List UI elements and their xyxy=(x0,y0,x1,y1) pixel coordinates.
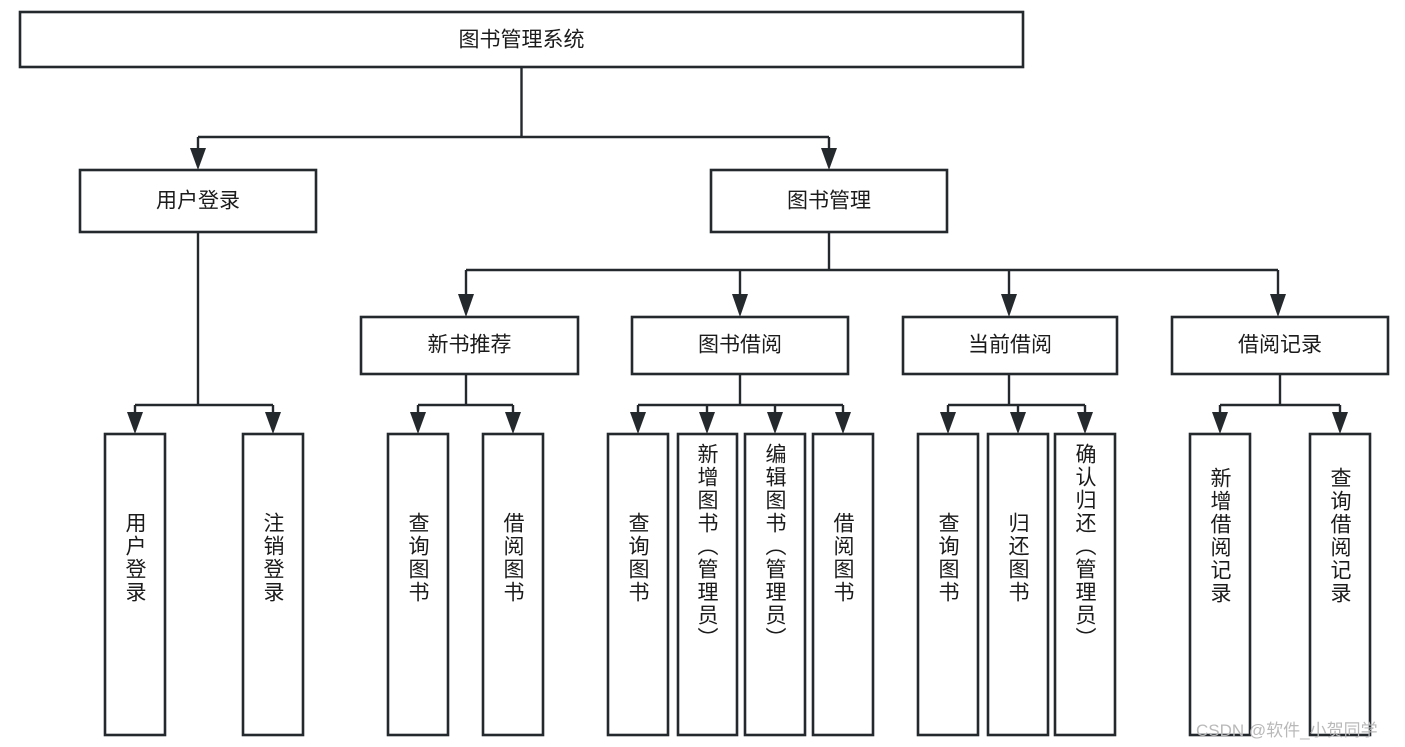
node-current-borrow-box[interactable] xyxy=(901,315,1119,376)
node-leaf-borrow-book-1-label: 借阅图书 xyxy=(501,512,524,604)
node-leaf-query-book-1-label: 查询图书 xyxy=(406,512,429,604)
node-leaf-confirm-return-box[interactable] xyxy=(1053,432,1117,737)
node-user-login-box[interactable] xyxy=(78,168,318,234)
connector-group-currentborrow-leaves xyxy=(940,374,1093,434)
node-book-borrow-label: 图书借阅 xyxy=(698,334,782,357)
node-book-borrow[interactable]: 图书借阅 xyxy=(630,315,850,376)
node-leaf-borrow-book-1-box[interactable] xyxy=(481,432,545,737)
node-leaf-confirm-return-label: 确认归还（管理员） xyxy=(1073,443,1096,650)
node-book-manage-box[interactable] xyxy=(709,168,949,234)
node-root-label: 图书管理系统 xyxy=(459,29,585,52)
node-current-borrow-label: 当前借阅 xyxy=(968,334,1052,357)
node-leaf-query-book-1-box[interactable] xyxy=(386,432,450,737)
arrow-root-to-bookmanage-icon xyxy=(821,148,837,170)
node-root-box[interactable] xyxy=(18,10,1025,69)
connector-group-bookmanage xyxy=(458,232,1286,317)
arrow-root-to-userlogin-icon xyxy=(190,148,206,170)
connector-group-newbook-leaves xyxy=(410,374,521,434)
connector-group-bookborrow-leaves xyxy=(630,374,851,434)
connector-group-borrowrecord-leaves xyxy=(1212,374,1348,434)
arrow-bm-to-borrowrecord-icon xyxy=(1270,294,1286,317)
arrow-bb-to-leaf3-icon xyxy=(767,412,783,434)
arrow-cb-to-leaf2-icon xyxy=(1010,412,1026,434)
node-new-book-recommend[interactable]: 新书推荐 xyxy=(359,315,580,376)
arrow-nb-to-leaf1-icon xyxy=(410,412,426,434)
arrow-cb-to-leaf1-icon xyxy=(940,412,956,434)
node-leaf-logout-login-box[interactable] xyxy=(241,432,305,737)
arrow-bm-to-bookborrow-icon xyxy=(732,294,748,317)
node-leaf-add-record-box[interactable] xyxy=(1188,432,1252,737)
node-borrow-record-box[interactable] xyxy=(1170,315,1390,376)
node-borrow-record-label: 借阅记录 xyxy=(1238,334,1322,357)
node-leaf-edit-book-box[interactable] xyxy=(743,432,807,737)
node-book-manage-label: 图书管理 xyxy=(787,190,871,213)
node-user-login[interactable]: 用户登录 xyxy=(78,168,318,234)
node-leaf-return-book-label: 归还图书 xyxy=(1006,512,1029,604)
arrow-br-to-leaf1-icon xyxy=(1212,412,1228,434)
arrow-bb-to-leaf4-icon xyxy=(835,412,851,434)
node-root[interactable]: 图书管理系统 xyxy=(18,10,1025,69)
connector-group-root xyxy=(190,67,837,170)
node-book-manage[interactable]: 图书管理 xyxy=(709,168,949,234)
node-leaf-query-book-3-label: 查询图书 xyxy=(936,512,959,604)
node-leaf-user-login-box[interactable] xyxy=(103,432,167,737)
csdn-watermark: CSDN @软件_小贺同学 xyxy=(1196,721,1378,740)
node-leaf-query-record-label: 查询借阅记录 xyxy=(1328,467,1351,605)
arrow-bm-to-newbook-icon xyxy=(458,294,474,317)
arrow-nb-to-leaf2-icon xyxy=(505,412,521,434)
node-leaf-add-book-box[interactable] xyxy=(676,432,739,737)
node-new-book-recommend-box[interactable] xyxy=(359,315,580,376)
node-leaf-return-book-box[interactable] xyxy=(986,432,1050,737)
arrow-bb-to-leaf2-icon xyxy=(699,412,715,434)
node-leaf-add-record-label: 新增借阅记录 xyxy=(1208,467,1231,605)
node-leaf-borrow-book-2-label: 借阅图书 xyxy=(831,512,854,604)
node-leaf-query-book-3-box[interactable] xyxy=(916,432,980,737)
node-leaf-add-book-label: 新增图书（管理员） xyxy=(695,443,718,650)
node-borrow-record[interactable]: 借阅记录 xyxy=(1170,315,1390,376)
node-leaf-borrow-book-2-box[interactable] xyxy=(811,432,875,737)
arrow-br-to-leaf2-icon xyxy=(1332,412,1348,434)
arrow-ul-to-leaf1-icon xyxy=(127,412,143,434)
node-current-borrow[interactable]: 当前借阅 xyxy=(901,315,1119,376)
node-book-borrow-box[interactable] xyxy=(630,315,850,376)
node-leaf-user-login-label: 用户登录 xyxy=(123,512,146,604)
node-leaf-query-record-box[interactable] xyxy=(1308,432,1372,737)
leaf-boxes-group xyxy=(103,432,1372,737)
node-leaf-logout-login-label: 注销登录 xyxy=(261,512,284,604)
node-leaf-edit-book-label: 编辑图书（管理员） xyxy=(763,443,786,650)
connector-group-userlogin-leaves xyxy=(127,232,281,434)
arrow-bm-to-currentborrow-icon xyxy=(1001,294,1017,317)
arrow-cb-to-leaf3-icon xyxy=(1077,412,1093,434)
arrow-ul-to-leaf2-icon xyxy=(265,412,281,434)
node-leaf-query-book-2-box[interactable] xyxy=(606,432,670,737)
node-leaf-query-book-2-label: 查询图书 xyxy=(626,512,649,604)
arrow-bb-to-leaf1-icon xyxy=(630,412,646,434)
node-user-login-label: 用户登录 xyxy=(156,190,240,213)
node-new-book-recommend-label: 新书推荐 xyxy=(428,334,512,357)
